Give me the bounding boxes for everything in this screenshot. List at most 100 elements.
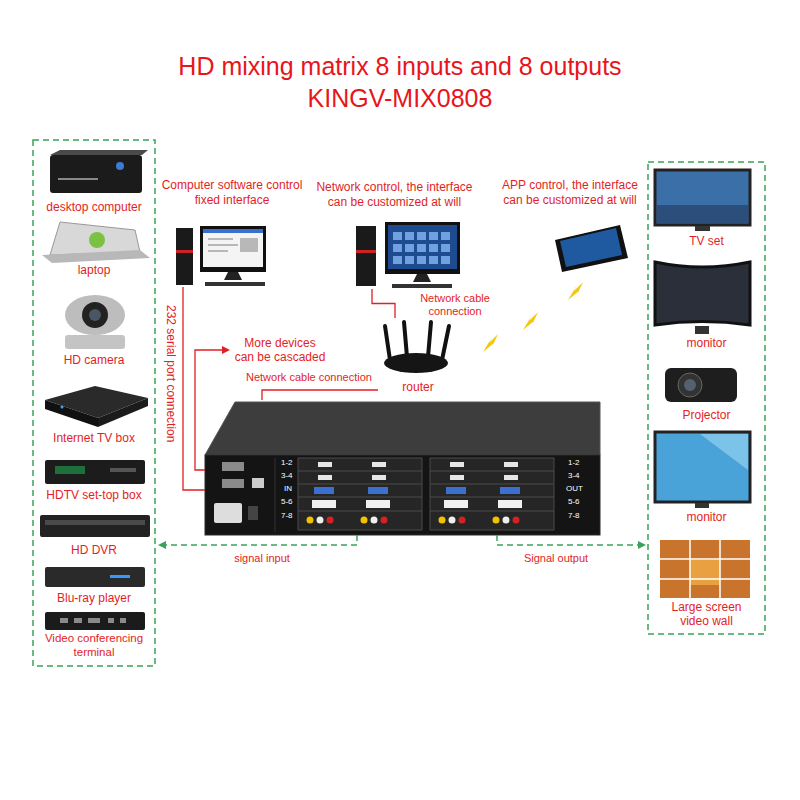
device-caption: monitor [650, 510, 763, 524]
input-device: Video conferencing terminal [35, 610, 153, 660]
tv-screen [655, 170, 750, 225]
matrix-ear-line [275, 458, 276, 532]
output-device: monitor [650, 258, 763, 350]
output-device: Large screen video wall [650, 535, 763, 629]
desktop-top [50, 150, 148, 155]
port-label: 7-8 [281, 511, 293, 521]
pc-stand [413, 274, 431, 282]
output-device: monitor [650, 428, 763, 524]
stb-body [45, 460, 145, 484]
matrix-top [205, 402, 600, 455]
input-device: laptop [35, 218, 153, 277]
port-label: 3-4 [281, 471, 293, 481]
router: router [378, 318, 458, 394]
av-ports-white [317, 517, 510, 524]
pc-stripe [356, 250, 376, 253]
dvr-strip [45, 520, 145, 525]
matrix-device: 1-23-4IN5-67-81-23-4OUT5-67-8 [205, 400, 600, 535]
port-label: OUT [566, 484, 583, 494]
dvr-body [40, 515, 150, 537]
camera-base [65, 335, 125, 349]
monitor-glare [700, 434, 748, 470]
port-label: IN [284, 484, 292, 494]
av-ports-yellow [307, 517, 500, 524]
vc-body [45, 612, 145, 630]
av-ports-red [327, 517, 520, 524]
tv-ground [657, 205, 748, 223]
camera-glass [89, 309, 101, 321]
projector-lens [678, 373, 702, 397]
pc-screen-buttons [393, 232, 450, 264]
video-wall [660, 540, 750, 598]
control-caption: Computer software control fixed interfac… [158, 178, 306, 207]
tablet-screen [560, 228, 622, 267]
device-caption: monitor [650, 336, 763, 350]
wireless-bolt [568, 282, 583, 300]
tvbox-side [98, 398, 148, 427]
output-device: Projector [650, 356, 763, 422]
flat-monitor [655, 432, 750, 502]
port-label: 7-8 [568, 511, 580, 521]
device-caption: HD DVR [35, 543, 153, 557]
device-caption: Blu-ray player [35, 591, 153, 605]
device-caption: Video conferencing terminal [35, 632, 153, 660]
port-label: 5-6 [281, 497, 293, 507]
wireless-bolt [483, 334, 498, 352]
device-caption: Internet TV box [35, 431, 153, 445]
pc-window-bar [203, 229, 263, 233]
device-caption: desktop computer [35, 200, 153, 214]
desktop-slot [58, 178, 98, 180]
vc-ports [60, 618, 126, 623]
router-body [384, 353, 448, 373]
port-label: 3-4 [568, 471, 580, 481]
pc-screen [388, 225, 457, 269]
bluray-light [110, 575, 130, 578]
monitor-stand [695, 503, 709, 508]
port-label: 5-6 [568, 497, 580, 507]
pc-monitor [200, 226, 266, 272]
pc-keyboard [205, 282, 265, 286]
tvbox-front [45, 400, 98, 427]
input-device: HDTV set-top box [35, 453, 153, 502]
cascade-leader [195, 350, 223, 470]
signal-label: Signal output [524, 552, 588, 565]
rj45-port [252, 478, 264, 488]
desktop-body [50, 155, 142, 193]
connection-label: Network cable connection [418, 292, 492, 318]
signal-label: signal input [234, 552, 290, 565]
input-device: Blu-ray player [35, 563, 153, 605]
input-device: HD camera [35, 283, 153, 367]
control-tablet: APP control, the interface can be custom… [495, 178, 645, 302]
port-label: 1-2 [281, 458, 293, 468]
tablet-body [555, 225, 628, 272]
video-wall-grid [660, 540, 750, 598]
pc-stand [224, 272, 242, 280]
tv-stand [695, 226, 710, 231]
cable-connector [183, 287, 205, 490]
curved-monitor [655, 262, 750, 325]
tvbox-light [61, 406, 64, 409]
cascade-arrowhead [222, 346, 230, 354]
laptop-apple [89, 232, 105, 248]
projector-glass [684, 379, 696, 391]
input-device: HD DVR [35, 508, 153, 557]
matrix-front [205, 455, 600, 535]
device-caption: Projector [650, 408, 763, 422]
router-caption: router [378, 380, 458, 394]
bluray-body [45, 567, 145, 587]
input-device: desktop computer [35, 148, 153, 214]
laptop-base [42, 250, 150, 263]
power-switch [248, 506, 258, 520]
camera-lens [82, 302, 108, 328]
pc-window-lines [208, 238, 258, 252]
projector-body [665, 368, 737, 402]
signal-input-line [165, 535, 357, 545]
connection-label: Network cable connection [246, 371, 372, 384]
signal-output-line [497, 535, 639, 545]
device-caption: laptop [35, 263, 153, 277]
cascade-note: More devices can be cascaded [234, 336, 326, 365]
desktop-logo [116, 162, 124, 170]
camera-body [65, 295, 125, 335]
stb-display [55, 466, 85, 474]
